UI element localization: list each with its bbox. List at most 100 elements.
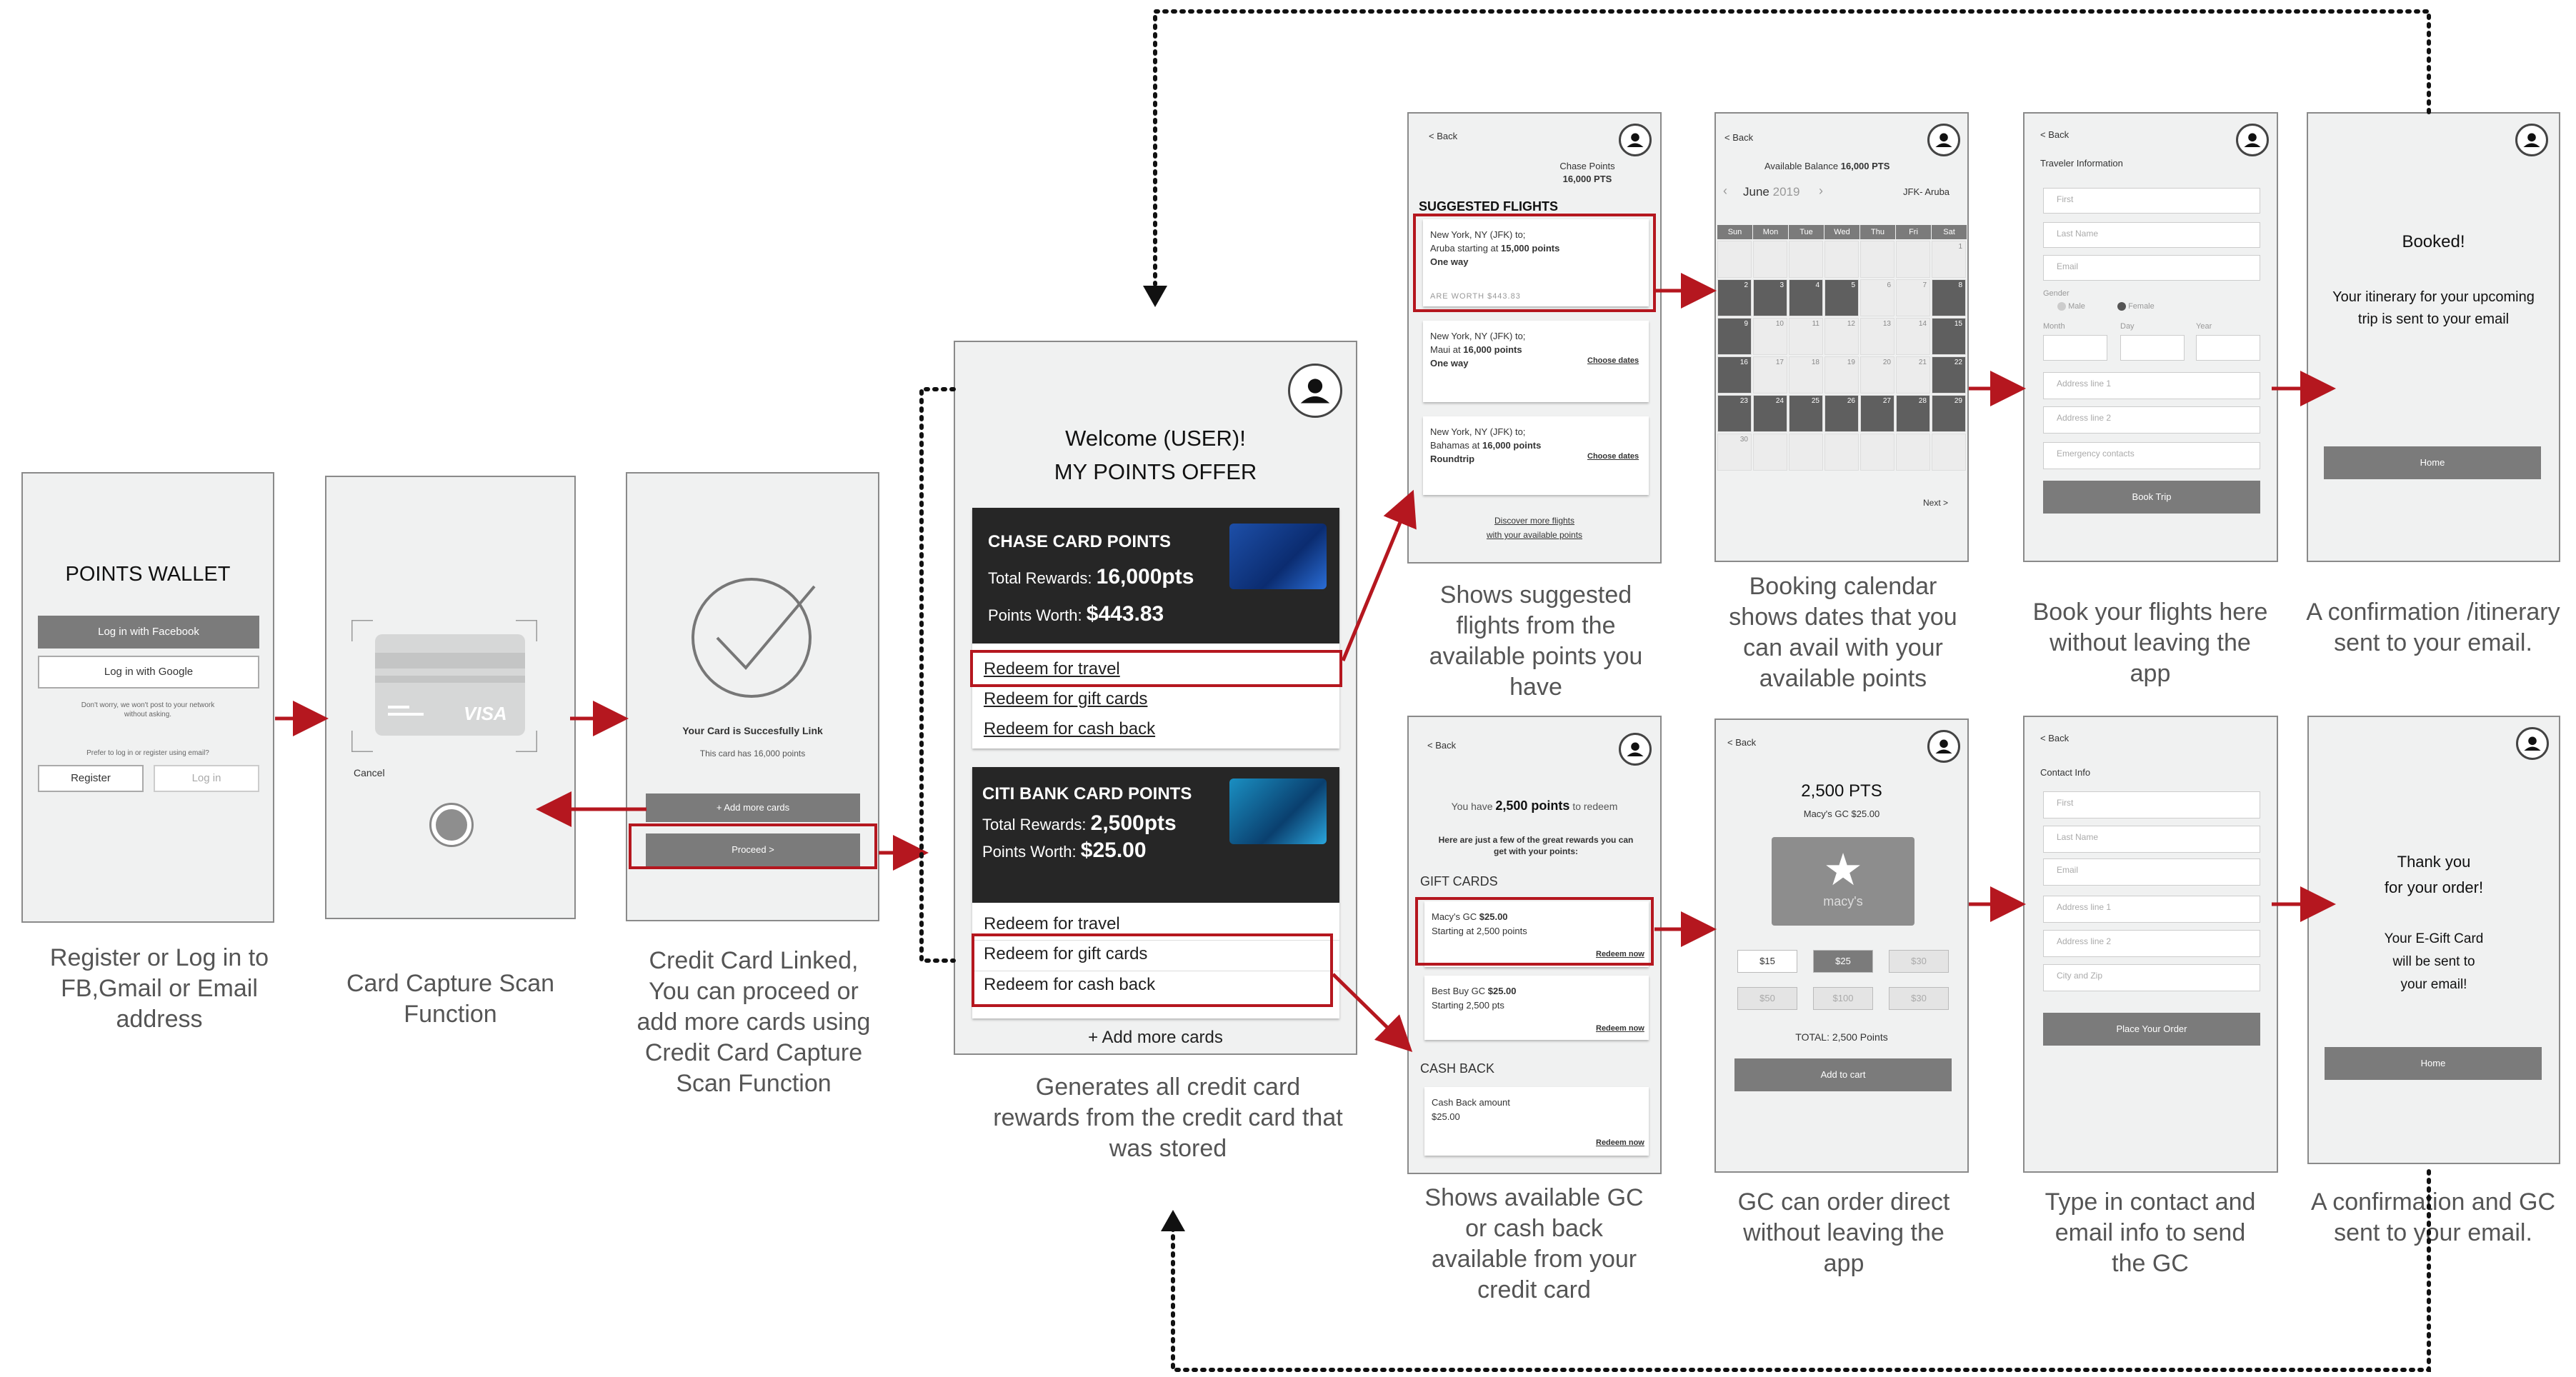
email-field[interactable]: Email xyxy=(2043,858,2260,886)
place-order-button[interactable]: Place Your Order xyxy=(2043,1013,2260,1046)
calendar-day[interactable]: 4 xyxy=(1789,279,1823,316)
address-line-2-field[interactable]: Address line 2 xyxy=(2043,406,2260,434)
calendar-day[interactable]: 17 xyxy=(1753,356,1787,394)
flight-card-aruba[interactable]: New York, NY (JFK) to; Aruba starting at… xyxy=(1423,219,1649,306)
offer-add-cards[interactable]: + Add more cards xyxy=(1088,1028,1223,1047)
user-avatar-icon[interactable] xyxy=(2236,124,2269,156)
calendar-day[interactable] xyxy=(1896,241,1930,278)
proceed-button[interactable]: Proceed > xyxy=(646,833,860,866)
calendar-day[interactable] xyxy=(1789,434,1823,471)
calendar-day[interactable]: 8 xyxy=(1932,279,1966,316)
amount-option[interactable]: $25 xyxy=(1813,950,1873,973)
calendar-day[interactable]: 21 xyxy=(1896,356,1930,394)
first-name-field[interactable]: First xyxy=(2043,188,2260,214)
citi-redeem-cash[interactable]: Redeem for cash back xyxy=(984,975,1156,994)
calendar-day[interactable] xyxy=(1896,434,1930,471)
chase-redeem-travel[interactable]: Redeem for travel xyxy=(984,659,1120,679)
prev-month-icon[interactable]: ‹ xyxy=(1723,184,1727,198)
calendar-day[interactable]: 26 xyxy=(1824,395,1859,432)
calendar-day[interactable]: 15 xyxy=(1932,318,1966,355)
calendar-day[interactable]: 28 xyxy=(1896,395,1930,432)
calendar-day[interactable]: 13 xyxy=(1860,318,1894,355)
calendar-day[interactable]: 16 xyxy=(1717,356,1752,394)
amount-option[interactable]: $15 xyxy=(1737,950,1797,973)
book-trip-button[interactable]: Book Trip xyxy=(2043,481,2260,514)
year-field[interactable] xyxy=(2196,335,2260,361)
calendar-day[interactable] xyxy=(1860,241,1894,278)
user-avatar-icon[interactable] xyxy=(1619,124,1652,156)
calendar-day[interactable]: 12 xyxy=(1824,318,1859,355)
city-zip-field[interactable]: City and Zip xyxy=(2043,964,2260,991)
calendar-day[interactable] xyxy=(1824,241,1859,278)
discover-link[interactable]: Discover more flights xyxy=(1494,516,1575,526)
back-link[interactable]: < Back xyxy=(1727,737,1757,748)
last-name-field[interactable]: Last Name xyxy=(2043,222,2260,248)
female-radio[interactable]: Female xyxy=(2117,302,2155,311)
cancel-link[interactable]: Cancel xyxy=(354,767,385,778)
macys-gc-card[interactable]: Macy's GC $25.00 Starting at 2,500 point… xyxy=(1424,901,1649,967)
shutter-button[interactable] xyxy=(429,803,474,847)
user-avatar-icon[interactable] xyxy=(2516,727,2549,760)
bestbuy-gc-card[interactable]: Best Buy GC $25.00 Starting 2,500 pts Re… xyxy=(1424,976,1649,1040)
calendar-day[interactable]: 6 xyxy=(1860,279,1894,316)
calendar-day[interactable]: 10 xyxy=(1753,318,1787,355)
cash-back-card[interactable]: Cash Back amount $25.00 Redeem now xyxy=(1424,1087,1649,1156)
day-field[interactable] xyxy=(2120,335,2185,361)
amount-option[interactable]: $50 xyxy=(1737,987,1797,1010)
calendar-day[interactable]: 24 xyxy=(1753,395,1787,432)
redeem-now-link[interactable]: Redeem now xyxy=(1596,1024,1644,1033)
home-button[interactable]: Home xyxy=(2325,1047,2542,1080)
flight-card-bahamas[interactable]: New York, NY (JFK) to; Bahamas at 16,000… xyxy=(1423,416,1649,495)
calendar-day[interactable] xyxy=(1789,241,1823,278)
address-line-2-field[interactable]: Address line 2 xyxy=(2043,930,2260,957)
calendar-day[interactable]: 5 xyxy=(1824,279,1859,316)
choose-dates-link[interactable]: Choose dates xyxy=(1587,452,1639,461)
login-button[interactable]: Log in xyxy=(154,765,259,792)
facebook-login-button[interactable]: Log in with Facebook xyxy=(38,616,259,649)
citi-redeem-travel[interactable]: Redeem for travel xyxy=(984,914,1120,933)
email-field[interactable]: Email xyxy=(2043,255,2260,281)
first-name-field[interactable]: First xyxy=(2043,791,2260,818)
amount-option[interactable]: $30 xyxy=(1889,950,1949,973)
home-button[interactable]: Home xyxy=(2324,446,2541,479)
back-link[interactable]: < Back xyxy=(2040,129,2070,140)
calendar-day[interactable] xyxy=(1932,434,1966,471)
next-link[interactable]: Next > xyxy=(1923,498,1949,508)
calendar-day[interactable]: 19 xyxy=(1824,356,1859,394)
choose-dates-link[interactable]: Choose dates xyxy=(1587,356,1639,365)
google-login-button[interactable]: Log in with Google xyxy=(38,656,259,688)
address-line-1-field[interactable]: Address line 1 xyxy=(2043,372,2260,399)
last-name-field[interactable]: Last Name xyxy=(2043,826,2260,853)
calendar-day[interactable]: 1 xyxy=(1932,241,1966,278)
user-avatar-icon[interactable] xyxy=(1288,364,1342,418)
calendar-day[interactable] xyxy=(1753,434,1787,471)
add-to-cart-button[interactable]: Add to cart xyxy=(1734,1058,1952,1091)
address-line-1-field[interactable]: Address line 1 xyxy=(2043,896,2260,923)
calendar-day[interactable]: 2 xyxy=(1717,279,1752,316)
back-link[interactable]: < Back xyxy=(1427,740,1457,751)
flight-card-maui[interactable]: New York, NY (JFK) to; Maui at 16,000 po… xyxy=(1423,321,1649,402)
calendar-day[interactable]: 18 xyxy=(1789,356,1823,394)
next-month-icon[interactable]: › xyxy=(1819,184,1823,198)
amount-option[interactable]: $30 xyxy=(1889,987,1949,1010)
chase-redeem-cash[interactable]: Redeem for cash back xyxy=(984,719,1156,738)
user-avatar-icon[interactable] xyxy=(1927,124,1960,156)
register-button[interactable]: Register xyxy=(38,765,144,792)
redeem-now-link[interactable]: Redeem now xyxy=(1596,1138,1644,1147)
calendar-day[interactable]: 22 xyxy=(1932,356,1966,394)
emergency-contacts-field[interactable]: Emergency contacts xyxy=(2043,442,2260,469)
calendar-day[interactable]: 30 xyxy=(1717,434,1752,471)
back-link[interactable]: < Back xyxy=(2040,733,2070,743)
male-radio[interactable]: Male xyxy=(2057,302,2085,311)
back-link[interactable]: < Back xyxy=(1429,131,1458,141)
calendar-day[interactable] xyxy=(1860,434,1894,471)
user-avatar-icon[interactable] xyxy=(1619,733,1652,766)
citi-redeem-gift[interactable]: Redeem for gift cards xyxy=(984,944,1148,963)
calendar-day[interactable]: 7 xyxy=(1896,279,1930,316)
calendar-day[interactable]: 27 xyxy=(1860,395,1894,432)
calendar-day[interactable]: 11 xyxy=(1789,318,1823,355)
calendar-day[interactable]: 14 xyxy=(1896,318,1930,355)
back-link[interactable]: < Back xyxy=(1724,132,1754,143)
calendar-day[interactable]: 3 xyxy=(1753,279,1787,316)
